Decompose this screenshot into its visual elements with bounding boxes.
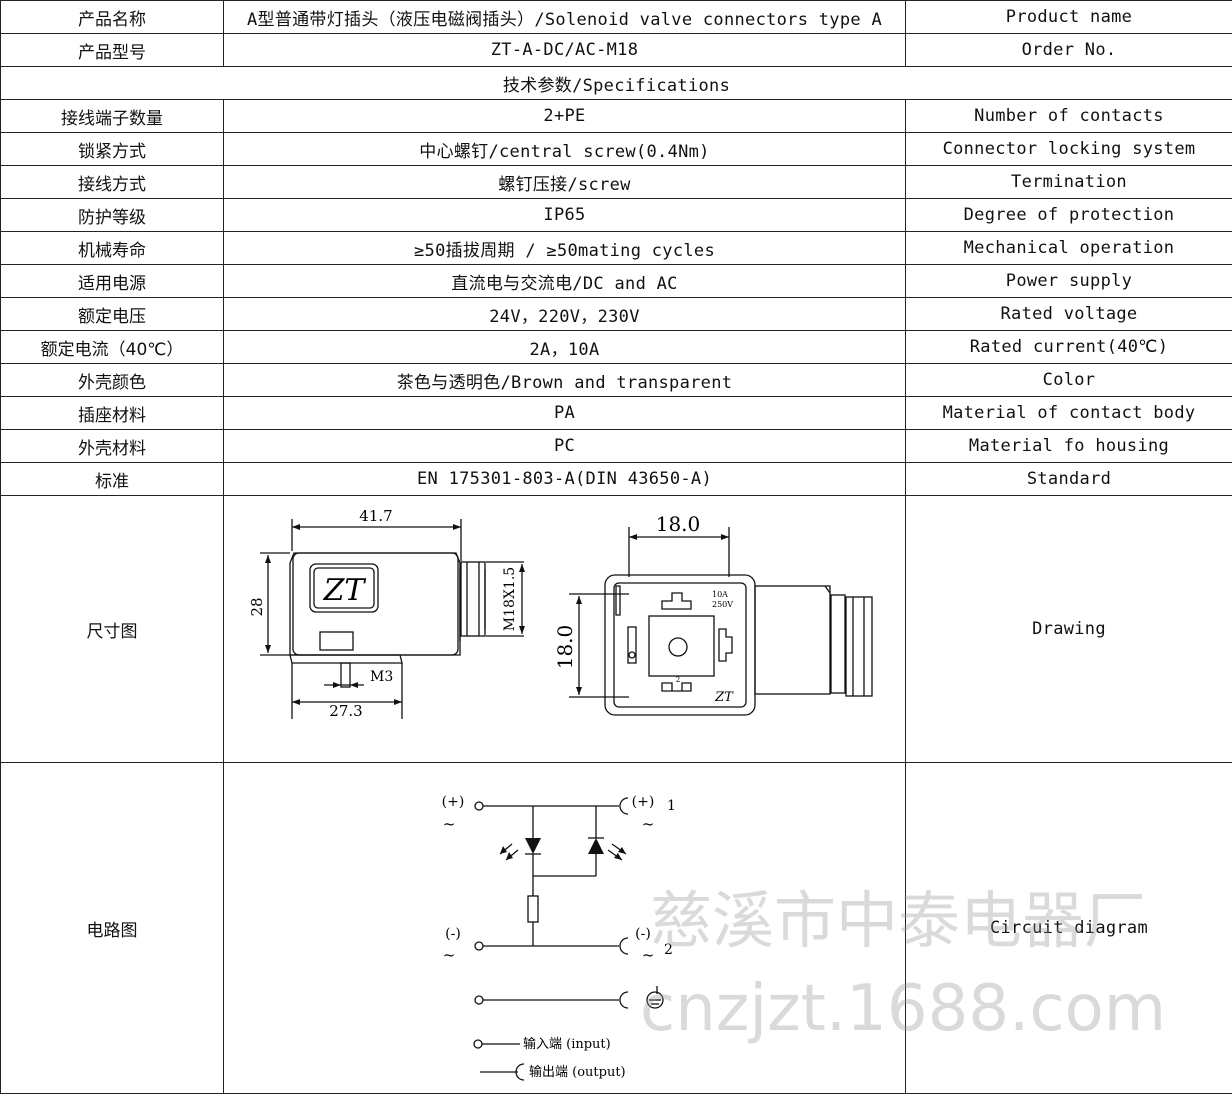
label-cn: 适用电源 (0, 264, 224, 298)
label-cn: 接线端子数量 (0, 99, 224, 133)
value: 中心螺钉/central screw(0.4Nm) (223, 132, 906, 166)
spec-row: 额定电流（40℃） 2A，10A Rated current(40℃) (0, 330, 1232, 364)
legend-input: 输入端 (input) (523, 1036, 611, 1052)
label-cn: 尺寸图 (0, 495, 224, 763)
label-en: Material of contact body (905, 396, 1232, 430)
dim-face-height-label: 18.0 (553, 625, 577, 670)
spec-row: 额定电压 24V，220V，230V Rated voltage (0, 297, 1232, 331)
label-cn: 插座材料 (0, 396, 224, 430)
spec-row: 接线方式 螺钉压接/screw Termination (0, 165, 1232, 199)
label-cn: 外壳材料 (0, 429, 224, 463)
value: EN 175301-803-A(DIN 43650-A) (223, 462, 906, 496)
label-en: Circuit diagram (905, 762, 1232, 1094)
spec-row: 机械寿命 ≥50插拔周期 / ≥50mating cycles Mechanic… (0, 231, 1232, 265)
circuit-row: 电路图 (0, 762, 1232, 1094)
row-order-no: 产品型号 ZT-A-DC/AC-M18 Order No. (0, 33, 1232, 67)
label-cn: 额定电流（40℃） (0, 330, 224, 364)
spec-row: 外壳材料 PC Material fo housing (0, 429, 1232, 463)
label-en: Connector locking system (905, 132, 1232, 166)
value: 24V，220V，230V (223, 297, 906, 331)
pin-2-mark: 2 (676, 676, 680, 684)
section-header-row: 技术参数/Specifications (0, 66, 1232, 100)
spec-row: 适用电源 直流电与交流电/DC and AC Power supply (0, 264, 1232, 298)
plus-label-right: (+) (632, 794, 655, 810)
value: 2A，10A (223, 330, 906, 364)
tilde-right-bottom: ~ (642, 946, 655, 964)
label-en: Order No. (905, 33, 1232, 67)
circuit-diagram: (+) ~ (+) ~ 1 (-) ~ (-) ~ 2 输入端 (input) … (223, 762, 906, 1094)
dim-base-label: 27.3 (329, 702, 362, 720)
label-en: Drawing (905, 495, 1232, 763)
spec-row: 接线端子数量 2+PE Number of contacts (0, 99, 1232, 133)
label-cn: 产品型号 (0, 33, 224, 67)
label-cn: 防护等级 (0, 198, 224, 232)
label-cn: 电路图 (0, 762, 224, 1094)
label-en: Degree of protection (905, 198, 1232, 232)
rating-voltage-label: 250V (712, 600, 733, 609)
label-en: Color (905, 363, 1232, 397)
value: ZT-A-DC/AC-M18 (223, 33, 906, 67)
spec-row: 锁紧方式 中心螺钉/central screw(0.4Nm) Connector… (0, 132, 1232, 166)
dim-thread-label: M18X1.5 (502, 567, 518, 631)
label-en: Termination (905, 165, 1232, 199)
spec-row: 标准 EN 175301-803-A(DIN 43650-A) Standard (0, 462, 1232, 496)
label-cn: 锁紧方式 (0, 132, 224, 166)
spec-row: 插座材料 PA Material of contact body (0, 396, 1232, 430)
dim-screw-label: M3 (370, 669, 393, 685)
label-cn: 接线方式 (0, 165, 224, 199)
pin-2-label: 2 (664, 942, 673, 958)
label-en: Material fo housing (905, 429, 1232, 463)
label-en: Number of contacts (905, 99, 1232, 133)
zt-logo: ZT (323, 573, 367, 608)
legend-output: 输出端 (output) (529, 1064, 626, 1080)
tilde-left-top: ~ (443, 815, 456, 833)
value: 2+PE (223, 99, 906, 133)
label-cn: 外壳颜色 (0, 363, 224, 397)
value: IP65 (223, 198, 906, 232)
label-cn: 标准 (0, 462, 224, 496)
rating-current-label: 10A (712, 590, 728, 599)
dim-face-width-label: 18.0 (656, 512, 701, 536)
row-product-name: 产品名称 A型普通带灯插头（液压电磁阀插头）/Solenoid valve co… (0, 0, 1232, 34)
tilde-left-bottom: ~ (443, 946, 456, 964)
section-header: 技术参数/Specifications (0, 66, 1232, 100)
value: 茶色与透明色/Brown and transparent (223, 363, 906, 397)
dimension-drawing: 41.7 28 M18X1.5 M3 27.3 ZT 18.0 18.0 10A… (223, 495, 906, 763)
zt-logo-small: ZT (714, 690, 734, 705)
label-cn: 机械寿命 (0, 231, 224, 265)
dimension-drawing-svg: 41.7 28 M18X1.5 M3 27.3 ZT 18.0 18.0 10A… (248, 507, 873, 720)
minus-label-left: (-) (445, 926, 461, 942)
value: PA (223, 396, 906, 430)
pin-1-label: 1 (667, 798, 676, 814)
value: ≥50插拔周期 / ≥50mating cycles (223, 231, 906, 265)
label-en: Standard (905, 462, 1232, 496)
label-en: Rated current(40℃) (905, 330, 1232, 364)
label-cn: 产品名称 (0, 0, 224, 34)
dim-width-label: 41.7 (359, 507, 392, 525)
label-en: Mechanical operation (905, 231, 1232, 265)
minus-label-right: (-) (635, 926, 651, 942)
value: A型普通带灯插头（液压电磁阀插头）/Solenoid valve connect… (223, 0, 906, 34)
drawing-row: 尺寸图 (0, 495, 1232, 763)
label-en: Rated voltage (905, 297, 1232, 331)
spec-row: 外壳颜色 茶色与透明色/Brown and transparent Color (0, 363, 1232, 397)
label-en: Product name (905, 0, 1232, 34)
label-cn: 额定电压 (0, 297, 224, 331)
value: 螺钉压接/screw (223, 165, 906, 199)
spec-row: 防护等级 IP65 Degree of protection (0, 198, 1232, 232)
tilde-right-top: ~ (642, 815, 655, 833)
label-en: Power supply (905, 264, 1232, 298)
circuit-diagram-svg: (+) ~ (+) ~ 1 (-) ~ (-) ~ 2 输入端 (input) … (442, 794, 676, 1081)
value: PC (223, 429, 906, 463)
dim-height-label: 28 (248, 597, 266, 616)
value: 直流电与交流电/DC and AC (223, 264, 906, 298)
plus-label-left: (+) (442, 794, 465, 810)
